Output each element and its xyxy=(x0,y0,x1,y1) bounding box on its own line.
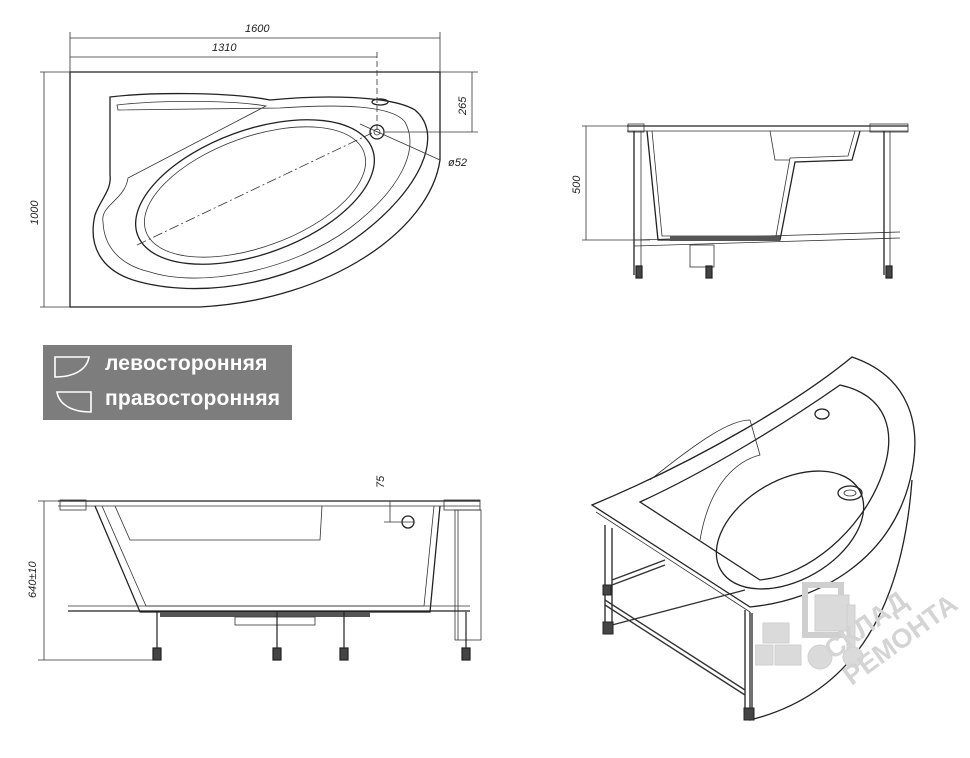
front-view: 640±10 75 xyxy=(27,475,482,661)
side-dim-height: 500 xyxy=(571,175,583,194)
legend-row-right: правосторонняя xyxy=(43,382,292,418)
legend-right-label: правосторонняя xyxy=(105,387,281,410)
orientation-legend: левосторонняя правосторонняя xyxy=(43,345,292,420)
forklift-logo-icon xyxy=(755,582,864,670)
dim-width: 1000 xyxy=(29,200,41,225)
front-dim-height: 640±10 xyxy=(27,560,39,598)
left-tub-icon xyxy=(54,356,90,378)
front-dim-overflow: 75 xyxy=(375,475,387,488)
dim-total-length: 1600 xyxy=(245,23,270,35)
perspective-view xyxy=(590,356,916,721)
legend-row-left: левосторонняя xyxy=(43,347,292,383)
top-view: 1600 1310 1000 265 ø52 xyxy=(29,23,478,308)
legend-left-label: левосторонняя xyxy=(105,352,268,375)
right-tub-icon xyxy=(56,391,92,413)
dim-drain-offset: 265 xyxy=(457,96,469,116)
dim-inner-length: 1310 xyxy=(212,42,237,54)
dim-drain-diameter: ø52 xyxy=(448,157,467,169)
side-view: 500 xyxy=(571,123,909,279)
